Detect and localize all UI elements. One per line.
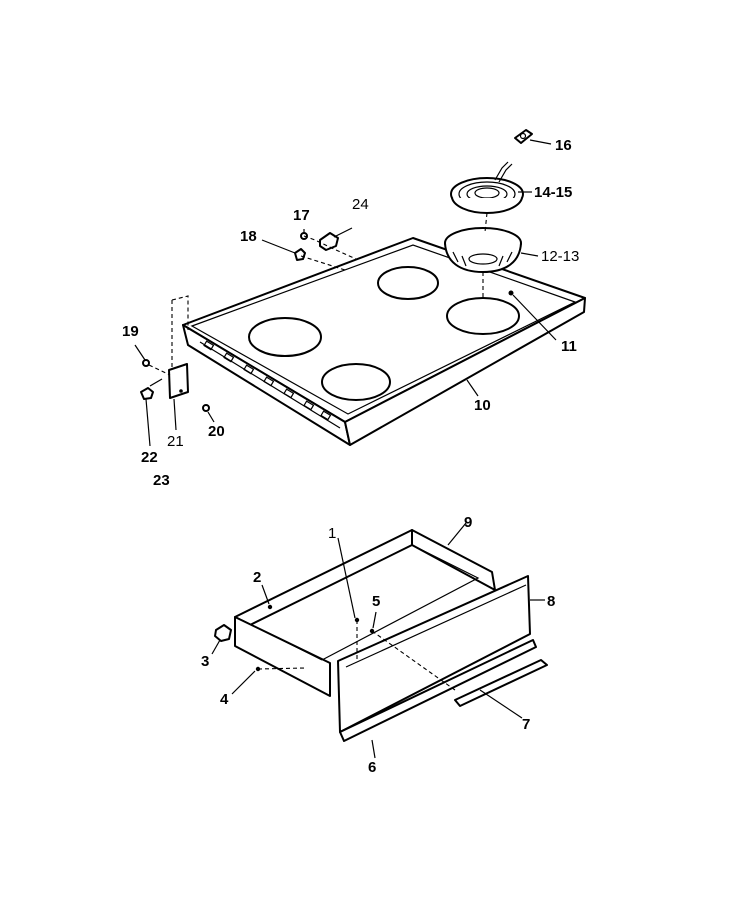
callout-16: 16 (555, 137, 572, 154)
callout-17: 17 (293, 207, 310, 224)
callout-19: 19 (122, 323, 139, 340)
callout-labels: 16 14-15 24 17 18 12-13 11 10 19 21 20 2… (122, 137, 579, 776)
callout-4: 4 (220, 691, 229, 708)
drawer-rail (339, 639, 537, 742)
slide-strip (454, 659, 548, 707)
callout-10: 10 (474, 397, 491, 414)
callout-3: 3 (201, 653, 209, 670)
drawer-back (234, 529, 413, 626)
callout-18: 18 (240, 228, 257, 245)
hardware-18-grommet (294, 248, 306, 261)
callout-1: 1 (328, 525, 336, 542)
callout-2: 2 (253, 569, 261, 586)
cooktop-assembly (134, 129, 586, 447)
burner-opening-front-right (321, 363, 391, 401)
assembly-line-element (484, 212, 488, 233)
bracket-21 (168, 363, 189, 399)
hardware-20-screw (202, 404, 210, 412)
assembly-line-24 (303, 235, 357, 260)
assembly-line-18 (300, 255, 346, 271)
hardware-24-clip (319, 232, 339, 251)
cooktop-rim (190, 244, 577, 415)
assembly-line-19 (148, 364, 171, 376)
burner-opening-rear-right (446, 297, 520, 335)
drawer-floor (249, 544, 480, 661)
burner-opening-front-left (248, 317, 322, 357)
callout-7: 7 (522, 716, 530, 733)
drawer-assembly (211, 522, 548, 759)
cooktop-right-apron (344, 297, 586, 446)
hardware-19-screw (142, 359, 150, 367)
callout-9: 9 (464, 514, 472, 531)
callout-14-15: 14-15 (534, 184, 572, 201)
callout-21: 21 (167, 433, 184, 450)
assembly-line-side (171, 295, 189, 368)
receptacle (514, 129, 533, 144)
callout-8: 8 (547, 593, 555, 610)
drawer-front-panel (337, 575, 531, 733)
knob-3 (214, 624, 232, 642)
callout-6: 6 (368, 759, 376, 776)
callout-23: 23 (153, 472, 170, 489)
cooktop-front-detail (199, 340, 341, 429)
burner-opening-rear-left (377, 266, 439, 300)
hardware-22-23-clip (140, 378, 163, 400)
callout-11: 11 (561, 338, 577, 355)
callout-20: 20 (208, 423, 225, 440)
surface-element (450, 161, 524, 214)
callout-5: 5 (372, 593, 380, 610)
hardware-11-screw (508, 290, 514, 296)
callout-22: 22 (141, 449, 158, 466)
drip-bowl (444, 227, 522, 273)
callout-24: 24 (352, 196, 369, 213)
callout-12-13: 12-13 (541, 248, 579, 265)
screw-2 (267, 604, 273, 610)
